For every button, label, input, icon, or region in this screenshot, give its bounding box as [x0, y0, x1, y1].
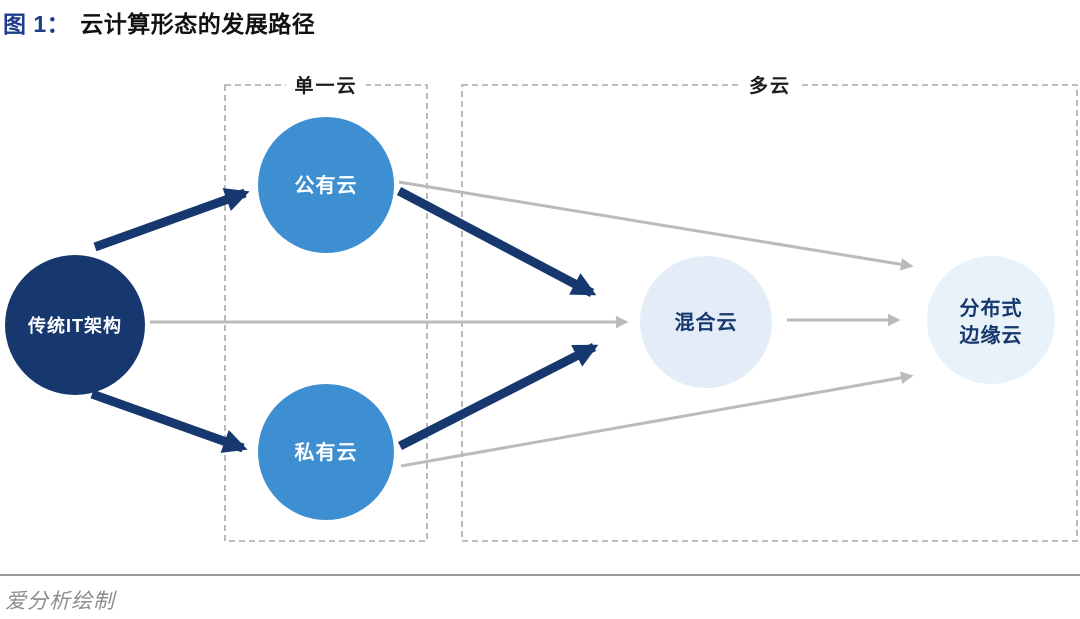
- edge-traditional-to-public-arrow: [93, 188, 250, 252]
- edge-traditional-to-private-arrow: [90, 389, 248, 453]
- traditional-it-circle: [5, 255, 145, 395]
- edge-cloud-circle: [927, 256, 1055, 384]
- edge-public-to-hybrid-arrow: [396, 187, 597, 297]
- node-traditional-it: 传统IT架构: [5, 255, 145, 395]
- multi-cloud-group-label: 多云: [749, 74, 791, 97]
- hybrid-cloud-circle: [640, 256, 772, 388]
- footer-divider: [0, 574, 1080, 576]
- multi-cloud-group-box: [461, 84, 1078, 542]
- edge-cloud-label-line2: 边缘云: [959, 323, 1023, 347]
- footer-credit: 爱分析绘制: [5, 590, 115, 613]
- edge-public-to-edgecloud-arrow: [398, 180, 914, 271]
- figure-title: 图 1： 云计算形态的发展路径: [3, 5, 315, 39]
- private-cloud-label: 私有云: [295, 440, 358, 464]
- node-public-cloud: 公有云: [258, 117, 394, 253]
- edge-private-to-hybrid-arrow: [397, 342, 599, 451]
- single-cloud-label-mask: [286, 72, 366, 96]
- private-cloud-circle: [258, 384, 394, 520]
- figure-number: 图 1：: [3, 11, 71, 37]
- edge-cloud-label-line1: 分布式: [960, 296, 1023, 320]
- traditional-it-label: 传统IT架构: [27, 315, 122, 336]
- edge-private-to-edgecloud-arrow: [400, 371, 914, 468]
- node-private-cloud: 私有云: [258, 384, 394, 520]
- single-cloud-group-label: 单一云: [294, 74, 357, 97]
- node-hybrid-cloud: 混合云: [640, 256, 772, 388]
- multi-cloud-label-mask: [742, 72, 800, 96]
- figure-title-text: 云计算形态的发展路径: [80, 11, 316, 37]
- node-edge-cloud: 分布式 边缘云: [927, 256, 1055, 384]
- hybrid-cloud-label: 混合云: [675, 310, 738, 334]
- public-cloud-circle: [258, 117, 394, 253]
- public-cloud-label: 公有云: [295, 173, 358, 197]
